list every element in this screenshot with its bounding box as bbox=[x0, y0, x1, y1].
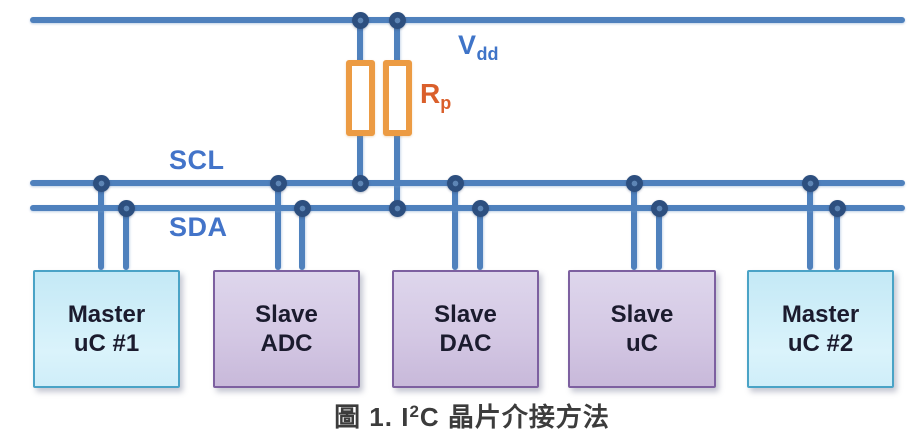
vdd-label: Vdd bbox=[458, 30, 499, 64]
rp-main: R bbox=[420, 78, 441, 109]
junction-dot-sda-rp bbox=[389, 200, 406, 217]
device-label-line2: uC #2 bbox=[787, 330, 854, 357]
caption-prefix: 圖 1. I bbox=[334, 402, 410, 432]
pullup-resistor-2 bbox=[383, 60, 412, 136]
junction-dot-sda-2 bbox=[294, 200, 311, 217]
device-label-line2: ADC bbox=[260, 330, 313, 357]
vdd-bus-line bbox=[30, 17, 905, 23]
stub-device4-sda bbox=[656, 208, 662, 270]
sda-bus-line bbox=[30, 205, 905, 211]
scl-label: SCL bbox=[169, 145, 225, 175]
device-label-line1: Slave bbox=[255, 301, 318, 328]
device-box-slave-dac: Slave DAC bbox=[392, 270, 539, 388]
device-box-master-uc1: Master uC #1 bbox=[33, 270, 180, 388]
junction-dot-scl-1 bbox=[93, 175, 110, 192]
device-label-line1: Slave bbox=[434, 301, 497, 328]
rp-label-sub: p bbox=[440, 93, 452, 113]
device-label-line2: DAC bbox=[439, 330, 492, 357]
device-box-slave-adc: Slave ADC bbox=[213, 270, 360, 388]
device-box-master-uc2: Master uC #2 bbox=[747, 270, 894, 388]
device-box-slave-uc: Slave uC bbox=[568, 270, 716, 388]
stub-device4-scl bbox=[631, 183, 637, 270]
junction-dot-scl-rp bbox=[352, 175, 369, 192]
device-label-line2: uC bbox=[626, 330, 658, 357]
vdd-label-main: V bbox=[458, 30, 477, 60]
device-label-line1: Slave bbox=[610, 301, 674, 328]
junction-dot-vdd-1 bbox=[352, 12, 369, 29]
rp-label: Rp bbox=[420, 78, 452, 113]
device-label-line1: Master bbox=[781, 301, 860, 328]
junction-dot-vdd-2 bbox=[389, 12, 406, 29]
stub-device5-sda bbox=[834, 208, 840, 270]
pullup-resistor-1 bbox=[346, 60, 375, 136]
junction-dot-sda-5 bbox=[829, 200, 846, 217]
device-label-line2: uC #1 bbox=[73, 330, 140, 357]
junction-dot-scl-4 bbox=[626, 175, 643, 192]
sda-label: SDA bbox=[169, 212, 228, 242]
scl-bus-line bbox=[30, 180, 905, 186]
junction-dot-sda-1 bbox=[118, 200, 135, 217]
junction-dot-sda-4 bbox=[651, 200, 668, 217]
stub-device5-scl bbox=[807, 183, 813, 270]
stub-device3-scl bbox=[452, 183, 458, 270]
caption-suffix: C 晶片介接方法 bbox=[419, 402, 610, 432]
junction-dot-scl-5 bbox=[802, 175, 819, 192]
stub-device3-sda bbox=[477, 208, 483, 270]
junction-dot-scl-3 bbox=[447, 175, 464, 192]
stub-device1-scl bbox=[98, 183, 104, 270]
vdd-label-sub: dd bbox=[476, 44, 499, 64]
figure-caption: 圖 1. I2C 晶片介接方法 bbox=[262, 402, 682, 433]
device-label-line1: Master bbox=[67, 301, 146, 328]
junction-dot-scl-2 bbox=[270, 175, 287, 192]
caption-superscript: 2 bbox=[409, 402, 420, 421]
junction-dot-sda-3 bbox=[472, 200, 489, 217]
stub-device1-sda bbox=[123, 208, 129, 270]
stub-device2-scl bbox=[275, 183, 281, 270]
stub-device2-sda bbox=[299, 208, 305, 270]
